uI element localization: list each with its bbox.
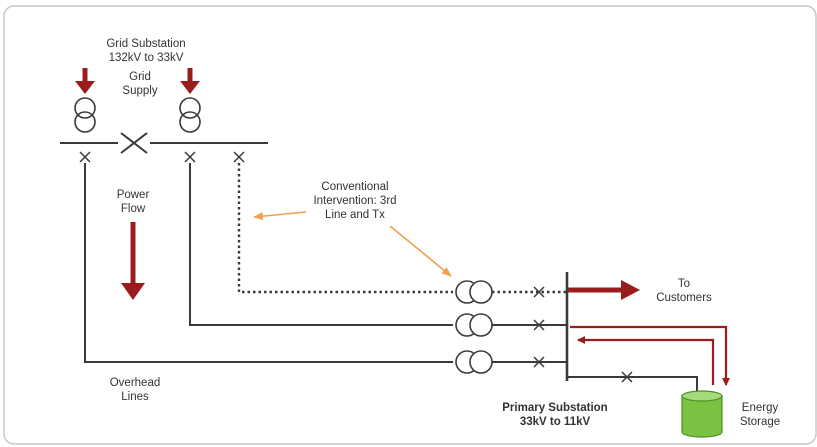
breaker-feeder-1 [79,151,91,163]
grid-supply-label-line1: Grid [129,71,151,83]
overhead-line-2 [189,163,453,326]
grid-supply-label: Grid Supply [112,70,168,98]
storage-discharge-flow-arrow [577,336,715,385]
to-customers-label-line1: To [677,278,691,290]
breaker-storage [621,371,633,383]
power-flow-label: Power Flow [103,188,163,216]
conventional-intervention-label-line1: Conventional [321,181,389,193]
to-customers-label-line2: Customers [656,292,712,304]
energy-storage-label: Energy Storage [728,401,792,429]
callout-arrow-to-line [253,211,307,221]
grid-substation-label-line2: 132kV to 33kV [108,52,184,64]
power-flow-arrow [121,222,145,300]
energy-storage-label-line2: Storage [739,416,781,428]
grid-substation-label: Grid Substation 132kV to 33kV [86,37,206,65]
energy-storage-cylinder [681,390,723,438]
grid-supply-arrow-left [75,68,95,94]
primary-substation-label-line1: Primary Substation [502,402,608,414]
primary-substation-label: Primary Substation 33kV to 11kV [485,401,625,429]
grid-transformer-right [179,97,201,133]
primary-substation-label-line2: 33kV to 11kV [519,416,591,428]
conventional-intervention-label-line2: Intervention: 3rd [313,195,397,207]
breaker-tx2 [533,319,545,331]
energy-storage-label-line1: Energy [741,402,779,414]
breaker-feeder-2 [184,151,196,163]
to-customers-label: To Customers [645,277,723,305]
grid-substation-label-line1: Grid Substation [106,38,186,50]
primary-transformer-1 [455,350,493,374]
power-flow-label-line1: Power [116,189,150,201]
conventional-intervention-label-line3: Line and Tx [325,209,385,221]
primary-transformer-3 [455,280,493,304]
conventional-intervention-label: Conventional Intervention: 3rd Line and … [300,180,410,222]
grid-transformer-left [74,97,96,133]
breaker-feeder-3 [233,151,245,163]
grid-supply-arrow-right [180,68,200,94]
callout-arrow-to-transformer [389,225,452,277]
to-customers-arrow [568,280,640,300]
overhead-lines-label: Overhead Lines [98,376,172,404]
storage-feeder-line [567,376,698,392]
bus-coupler-switch [120,132,148,154]
grid-supply-label-line2: Supply [122,85,158,97]
breaker-tx1 [533,356,545,368]
power-flow-label-line2: Flow [120,203,146,215]
storage-charge-flow-arrow [570,325,730,386]
overhead-lines-label-line1: Overhead [109,377,161,389]
overhead-lines-label-line2: Lines [121,391,149,403]
diagram-border [3,5,817,445]
primary-transformer-2 [455,313,493,337]
overhead-line-1 [84,163,453,363]
overhead-line-3-proposed [237,163,453,294]
breaker-tx3 [533,286,545,298]
